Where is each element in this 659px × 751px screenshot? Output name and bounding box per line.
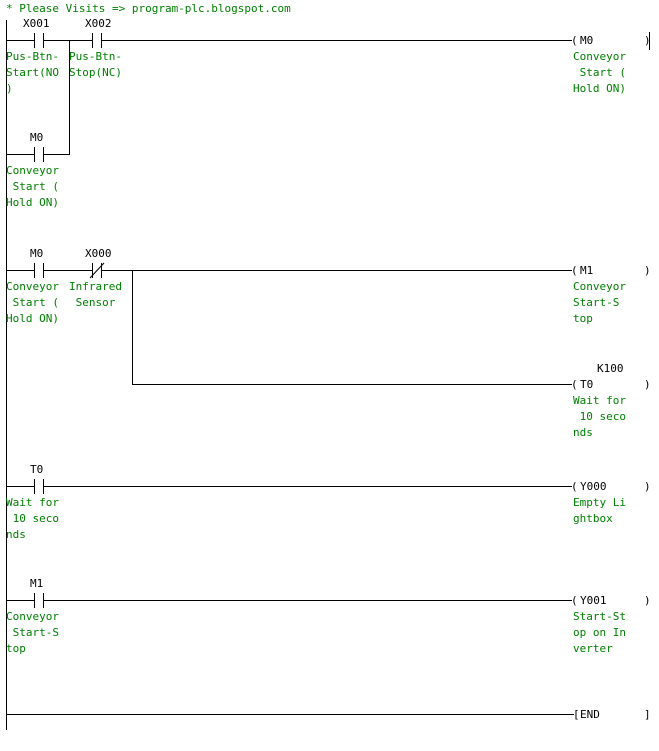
coil-m1-close: ) [644,264,651,277]
contact-m0-hold-label-2: Start ( [6,180,59,193]
contact-m1-label-3: top [6,642,26,655]
rung-4: M1 Conveyor Start-S top ( Y001 ) Start-S… [6,577,651,655]
contact-m0-label-2: Start ( [6,296,59,309]
coil-y000-label-2: ghtbox [573,512,613,525]
contact-m1-label-1: Conveyor [6,610,59,623]
coil-m0-label-2: Start ( [573,66,626,79]
contact-m0-label-3: Hold ON) [6,312,59,325]
coil-m1-label-2: Start-S [573,296,619,309]
contact-m1-label-2: Start-S [6,626,59,639]
coil-y000-address: Y000 [580,480,607,493]
coil-t0-close: ) [644,378,651,391]
contact-m0-hold-label-3: Hold ON) [6,196,59,209]
coil-t0-label-2: 10 seco [573,410,626,423]
contact-m0-hold-label-1: Conveyor [6,164,59,177]
end-bracket-close: ] [644,708,651,721]
coil-m0-close: ) [644,34,651,47]
coil-t0-label-1: Wait for [573,394,626,407]
end-instruction: END [580,708,600,721]
coil-y000-label-1: Empty Li [573,496,626,509]
coil-t0-open[interactable]: ( [571,378,578,391]
contact-x002[interactable] [92,33,102,48]
contact-m0-hold[interactable] [34,147,44,162]
coil-y001-label-3: verter [573,642,613,655]
coil-y000-close: ) [644,480,651,493]
coil-y001-open[interactable]: ( [571,594,578,607]
coil-m0-label-3: Hold ON) [573,82,626,95]
contact-x001-label-3: ) [6,82,13,95]
coil-y001-address: Y001 [580,594,607,607]
contact-m0-label-1: Conveyor [6,280,59,293]
rung-1: X001 Pus-Btn- Start(NO ) X002 Pus-Btn- S… [6,17,651,209]
contact-x001-address: X001 [23,17,50,30]
coil-m1-open[interactable]: ( [571,264,578,277]
coil-t0-address: T0 [580,378,593,391]
coil-m0-address: M0 [580,34,593,47]
contact-x000-nc[interactable] [89,262,105,279]
contact-x001-label-2: Start(NO [6,66,59,79]
contact-x002-label-1: Pus-Btn- [69,50,122,63]
coil-y001-label-2: op on In [573,626,626,639]
contact-x002-address: X002 [85,17,112,30]
contact-t0[interactable] [34,479,44,494]
header-comment: * Please Visits => program-plc.blogspot.… [6,2,291,15]
coil-y001-close: ) [644,594,651,607]
contact-m1-address: M1 [30,577,43,590]
contact-m1[interactable] [34,593,44,608]
coil-m1-label-3: top [573,312,593,325]
rung-3: T0 Wait for 10 seco nds ( Y000 ) Empty L… [6,463,651,541]
coil-m0-label-1: Conveyor [573,50,626,63]
coil-m1-address: M1 [580,264,593,277]
rung-2: M0 Conveyor Start ( Hold ON) X000 Infrar… [6,247,651,439]
contact-x000-label-1: Infrared [69,280,122,293]
rung-end: [ END ] [6,708,651,721]
contact-x001[interactable] [34,33,44,48]
contact-x002-label-2: Stop(NC) [69,66,122,79]
timer-t0-preset: K100 [597,362,624,375]
contact-x000-address: X000 [85,247,112,260]
contact-m0-hold-address: M0 [30,131,43,144]
contact-m0[interactable] [34,263,44,278]
coil-y000-open[interactable]: ( [571,480,578,493]
coil-m1-label-1: Conveyor [573,280,626,293]
contact-m0-address: M0 [30,247,43,260]
contact-t0-label-2: 10 seco [6,512,59,525]
coil-m0-open[interactable]: ( [571,34,578,47]
coil-y001-label-1: Start-St [573,610,626,623]
coil-t0-label-3: nds [573,426,593,439]
contact-t0-label-1: Wait for [6,496,59,509]
contact-t0-address: T0 [30,463,43,476]
end-bracket-open[interactable]: [ [573,708,580,721]
contact-x001-label-1: Pus-Btn- [6,50,59,63]
contact-x000-label-2: Sensor [69,296,116,309]
contact-t0-label-3: nds [6,528,26,541]
